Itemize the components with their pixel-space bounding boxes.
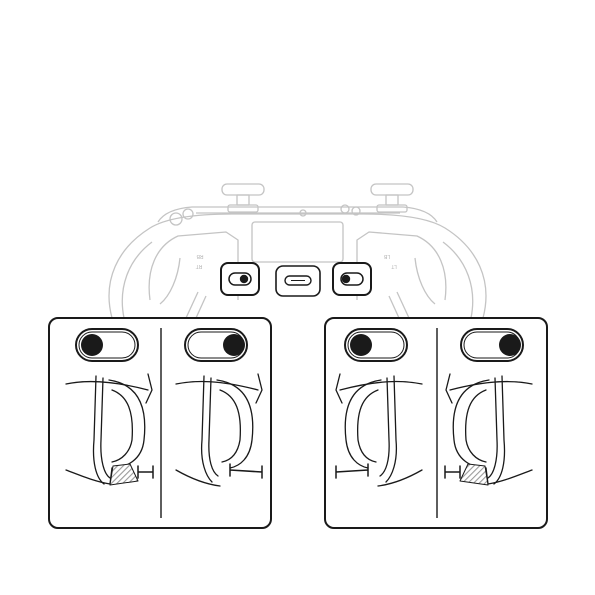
trigger-labels-right: LB LT bbox=[383, 253, 396, 269]
label-lb: LB bbox=[383, 253, 390, 259]
thumbstick-left bbox=[222, 184, 264, 212]
switch-position-right-icon bbox=[185, 329, 247, 361]
trigger-lock-switch-left[interactable] bbox=[221, 263, 259, 295]
switch-position-left-icon-2 bbox=[345, 329, 407, 361]
label-rt: RT bbox=[196, 263, 203, 269]
label-rb: RB bbox=[196, 253, 204, 259]
label-lt: LT bbox=[391, 263, 396, 269]
switch-position-left-icon bbox=[76, 329, 138, 361]
switch-position-right-icon-2 bbox=[461, 329, 523, 361]
trigger-labels-left: RB RT bbox=[196, 253, 204, 269]
detail-panel-left bbox=[49, 318, 271, 528]
controller-back-view bbox=[109, 184, 486, 318]
usb-c-port bbox=[276, 266, 320, 296]
detail-panel-right bbox=[325, 318, 547, 528]
trigger-lock-switch-right[interactable] bbox=[333, 263, 371, 295]
